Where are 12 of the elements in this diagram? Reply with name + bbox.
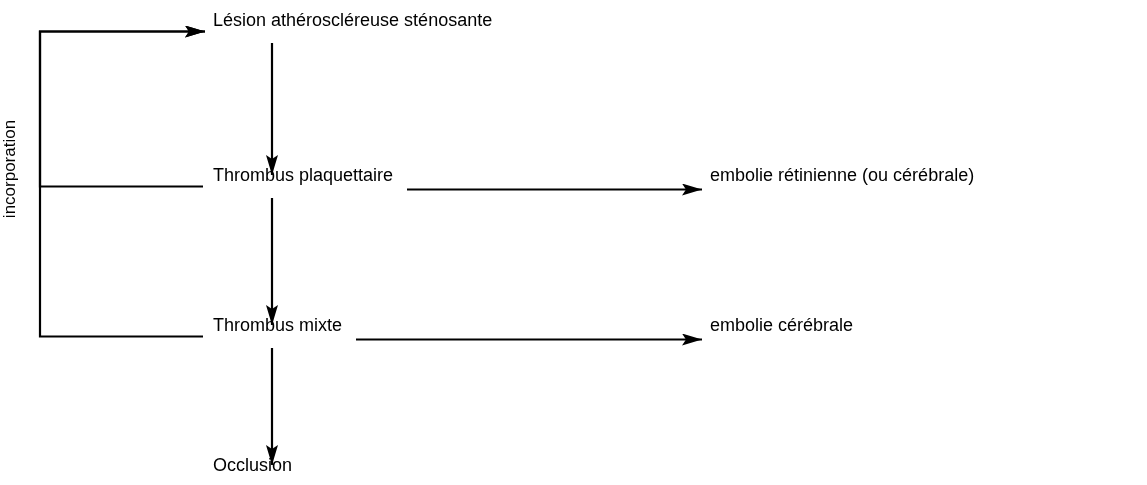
- arrow: [266, 198, 278, 325]
- arrow: [356, 333, 702, 346]
- arrow: [38, 25, 205, 338]
- arrow: [266, 348, 278, 465]
- arrow: [266, 43, 278, 175]
- node-text: embolie cérébrale: [710, 313, 854, 337]
- node-text: Thrombus plaquettaire: [213, 163, 394, 187]
- node-text: Occlusion: [213, 453, 293, 477]
- node-text: Lésion athéroscléreuse sténosante: [213, 8, 493, 32]
- node-text: Thrombus mixte: [213, 313, 343, 337]
- node-text: embolie rétinienne (ou cérébrale): [710, 163, 975, 187]
- arrow: [407, 183, 702, 196]
